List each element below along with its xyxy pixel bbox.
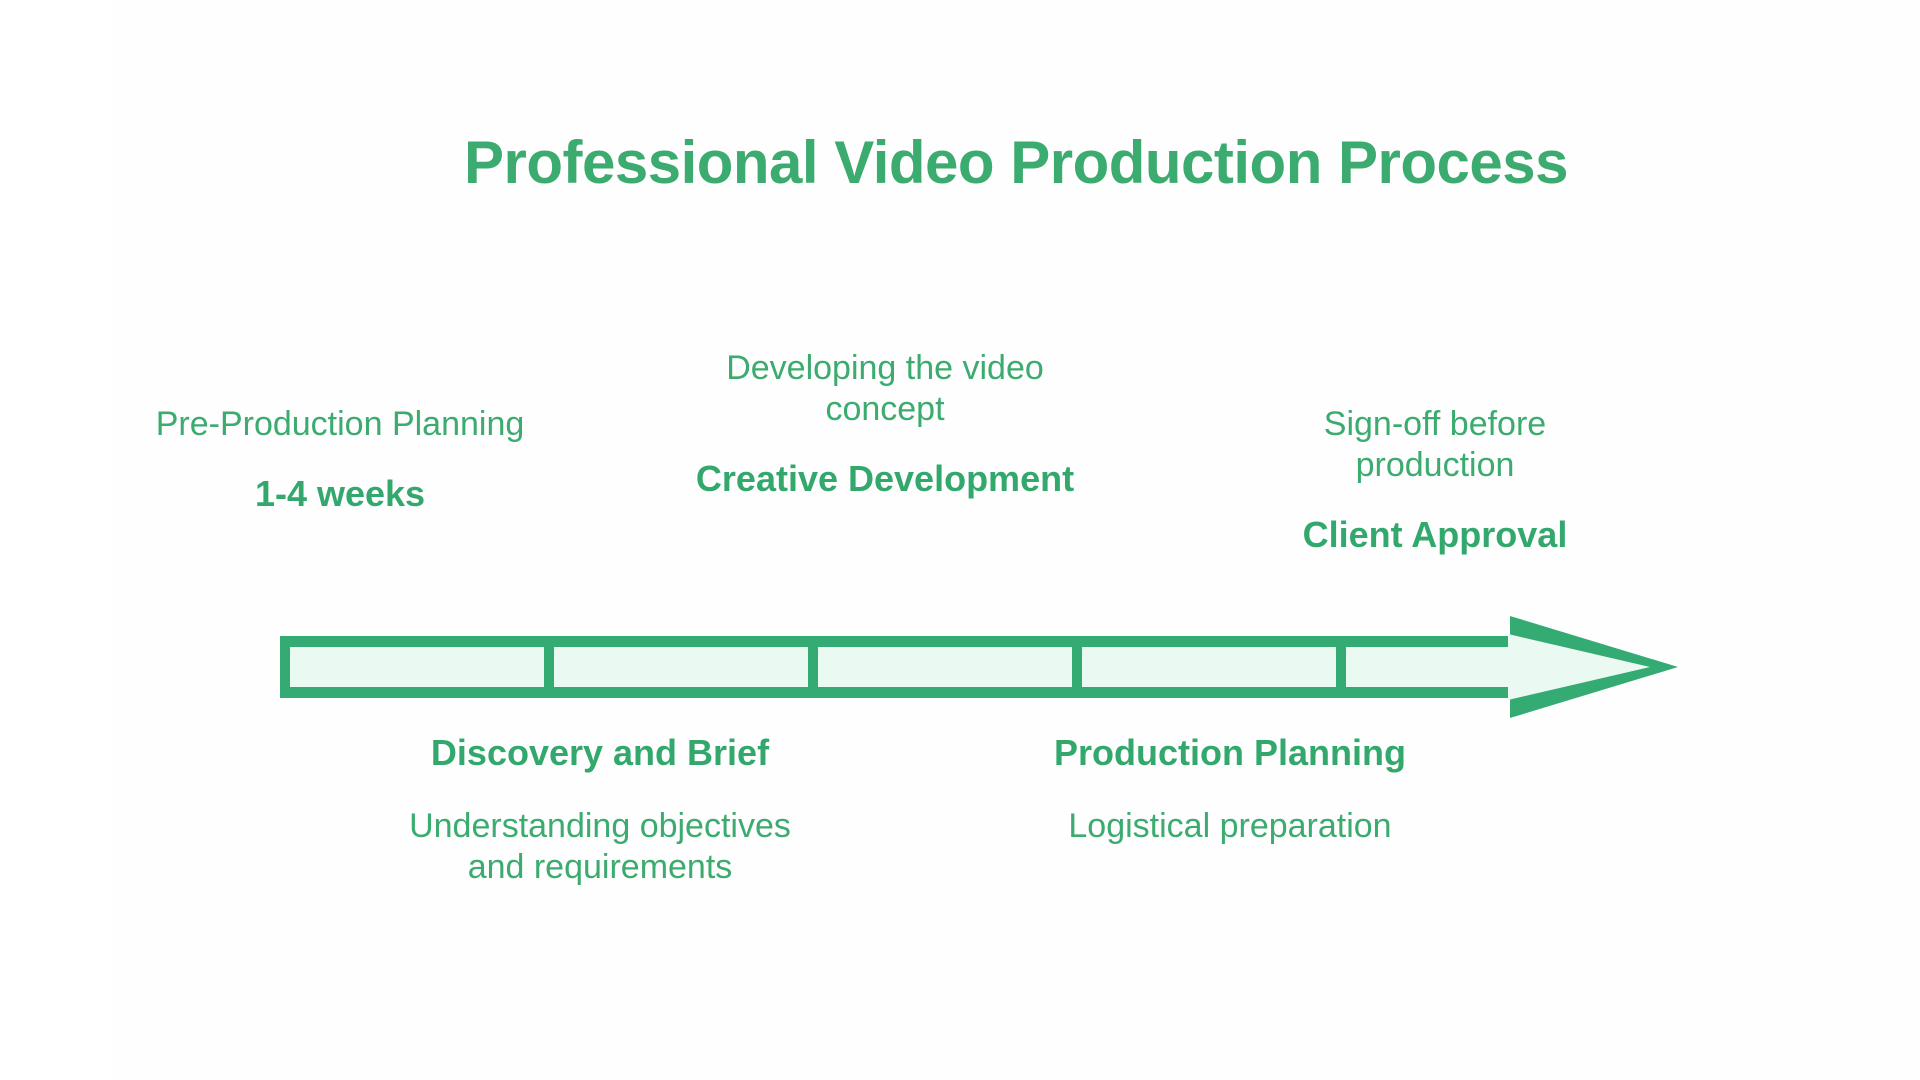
timeline-segment-3 bbox=[818, 647, 1072, 687]
timeline-step-4-description: Logistical preparation bbox=[1068, 807, 1392, 846]
timeline-step-5-name: Client Approval bbox=[1302, 514, 1568, 556]
timeline-step-5-labels: Sign-off before production Client Approv… bbox=[1240, 404, 1630, 558]
timeline-step-1-description: Pre-Production Planning bbox=[155, 405, 525, 443]
slide-background bbox=[112, 0, 1920, 1080]
timeline-segment-5 bbox=[1346, 634, 1650, 700]
timeline-step-4-name: Production Planning bbox=[1054, 732, 1406, 773]
timeline-step-3-description: Developing the video concept bbox=[726, 349, 1044, 429]
timeline-step-2-labels: Discovery and Brief Understanding object… bbox=[400, 730, 800, 888]
timeline-segment-1 bbox=[290, 647, 544, 687]
timeline-arrow bbox=[280, 616, 1680, 718]
timeline-step-2-description: Understanding objectives and requirement… bbox=[409, 807, 791, 887]
timeline-step-1-name: 1-4 weeks bbox=[254, 473, 426, 515]
timeline-segment-4 bbox=[1082, 647, 1336, 687]
timeline-step-1-labels: Pre-Production Planning 1-4 weeks bbox=[150, 404, 530, 517]
timeline-segment-2 bbox=[554, 647, 808, 687]
timeline-step-4-labels: Production Planning Logistical preparati… bbox=[1050, 730, 1410, 847]
timeline-step-3-name: Creative Development bbox=[695, 458, 1075, 500]
timeline-step-2-name: Discovery and Brief bbox=[430, 732, 770, 773]
timeline-step-3-labels: Developing the video concept Creative De… bbox=[690, 348, 1080, 502]
timeline-step-5-description: Sign-off before production bbox=[1323, 405, 1547, 485]
page-title: Professional Video Production Process bbox=[463, 129, 1569, 196]
